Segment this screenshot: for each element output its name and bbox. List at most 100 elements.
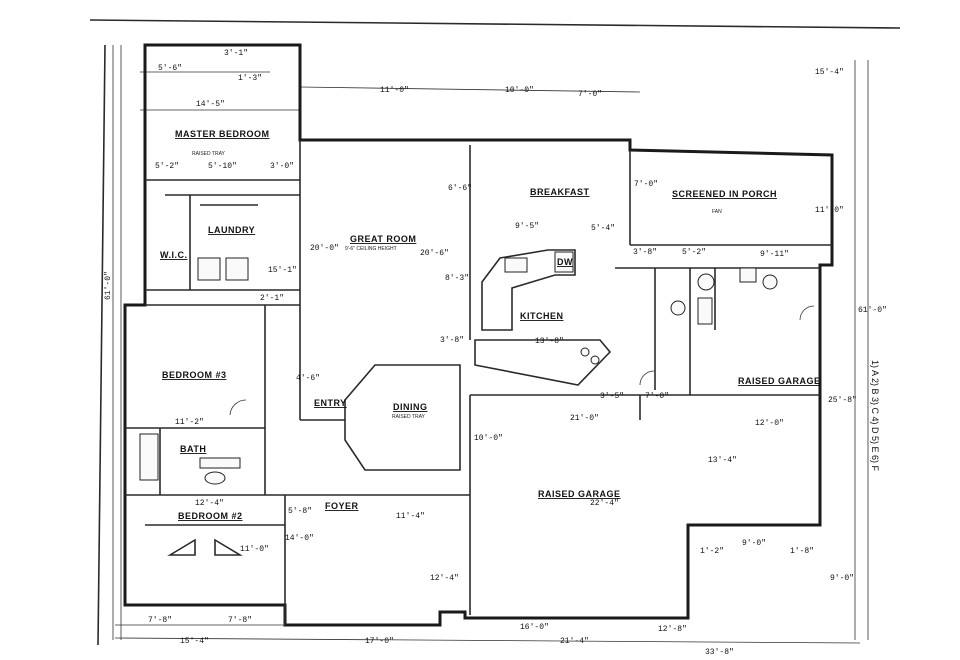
door-swing-2 xyxy=(799,305,815,321)
bath-toilet xyxy=(204,471,226,485)
dim-mb-5-2: 5'-2" xyxy=(155,162,179,171)
dim-g-12-4: 12'-4" xyxy=(430,574,459,583)
water-heater xyxy=(697,273,715,291)
dim-g-9-0: 9'-0" xyxy=(742,539,766,548)
washer-fixture xyxy=(197,257,221,281)
bathtub xyxy=(139,433,159,481)
dim-top-1-3: 1'-3" xyxy=(238,74,262,83)
dishwasher xyxy=(554,251,574,273)
dim-k-13-8: 13'-8" xyxy=(535,337,564,346)
half-bath-fixture xyxy=(697,297,713,325)
dim-gr-15-1: 15'-1" xyxy=(268,266,297,275)
room-bedroom-3: BEDROOM #3 xyxy=(162,370,227,380)
pantry-shelf xyxy=(739,267,757,283)
dim-gr-20-0: 20'-0" xyxy=(310,244,339,253)
dim-bot-17-0: 17'-0" xyxy=(365,637,394,646)
room-bedroom-2: BEDROOM #2 xyxy=(178,511,243,521)
dim-k-5-4: 5'-4" xyxy=(591,224,615,233)
dim-g-13-4: 13'-4" xyxy=(708,456,737,465)
room-entry: ENTRY xyxy=(314,398,347,408)
dining-walls xyxy=(344,364,461,471)
dim-g-1-8: 1'-8" xyxy=(790,547,814,556)
room-laundry: LAUNDRY xyxy=(208,225,255,235)
room-raised-garage-main: RAISED GARAGE xyxy=(538,489,621,499)
dim-bot-33-8: 33'-8" xyxy=(705,648,734,657)
room-foyer: FOYER xyxy=(325,501,359,511)
top-dim-line-1 xyxy=(299,86,641,93)
dim-left-61-0: 61'-0" xyxy=(104,271,113,300)
exterior-wall xyxy=(123,43,834,627)
dim-r-61-0: 61'-0" xyxy=(858,306,887,315)
dim-g-1-2: 1'-2" xyxy=(700,547,724,556)
scan-top-edge xyxy=(89,19,901,29)
dim-mb-3-0: 3'-0" xyxy=(270,162,294,171)
dim-bot-15-4: 15'-4" xyxy=(180,637,209,646)
room-dw: DW xyxy=(557,257,573,267)
dim-r-11-0: 11'-0" xyxy=(815,206,844,215)
room-great-room: GREAT ROOM xyxy=(350,234,416,244)
bath-vanity xyxy=(199,457,241,469)
bottom-dim-line xyxy=(114,637,861,644)
door-swing-1 xyxy=(229,399,247,416)
dim-b2-7-8b: 7'-8" xyxy=(228,616,252,625)
dim-r-9-0: 9'-0" xyxy=(830,574,854,583)
room-master-bedroom-sub: RAISED TRAY xyxy=(192,151,226,157)
kitchen-peninsula xyxy=(474,339,612,386)
dim-top-11-0: 11'-0" xyxy=(380,86,409,95)
dim-b2-11-0: 11'-0" xyxy=(240,545,269,554)
room-raised-garage-right: RAISED GARAGE xyxy=(738,376,821,386)
dryer-fixture xyxy=(225,257,249,281)
room-screened-porch: SCREENED IN PORCH xyxy=(672,189,777,199)
kitchen-sink xyxy=(504,257,528,273)
dim-top-3-1: 3'-1" xyxy=(224,49,248,58)
room-great-room-sub: 9'-6" CEILING HEIGHT xyxy=(345,246,397,252)
dim-sp-7-0: 7'-0" xyxy=(634,180,658,189)
dim-mb-2-1: 2'-1" xyxy=(260,294,284,303)
toilet-fixture xyxy=(670,300,686,316)
dim-top-7-0: 7'-0" xyxy=(578,90,602,99)
dim-g-12-0: 12'-0" xyxy=(755,419,784,428)
closet-door-1 xyxy=(167,538,196,556)
dim-f-11-4: 11'-4" xyxy=(396,512,425,521)
dim-k-8-3: 8'-3" xyxy=(445,274,469,283)
dim-top-15-4: 15'-4" xyxy=(815,68,844,77)
dim-f-5-8: 5'-8" xyxy=(288,507,312,516)
door-swing-3 xyxy=(639,370,655,386)
room-wic: W.I.C. xyxy=(160,250,188,260)
dim-b2-7-8a: 7'-8" xyxy=(148,616,172,625)
kitchen-counter xyxy=(481,249,576,331)
dim-top-5-6: 5'-6" xyxy=(158,64,182,73)
dim-e-4-6: 4'-6" xyxy=(296,374,320,383)
dim-bot-21-4: 21'-4" xyxy=(560,637,589,646)
dim-gr-20-6: 20'-6" xyxy=(420,249,449,258)
closet-door-2 xyxy=(214,538,243,556)
dim-f-14-0: 14'-0" xyxy=(285,534,314,543)
room-dining: DINING xyxy=(393,402,428,412)
dim-bf-9-5: 9'-5" xyxy=(515,222,539,231)
dim-bot-12-8: 12'-8" xyxy=(658,625,687,634)
room-bath: BATH xyxy=(180,444,206,454)
dim-g-21-0: 21'-0" xyxy=(570,414,599,423)
range-burner-1 xyxy=(580,347,590,357)
dim-b2-12-4: 12'-4" xyxy=(195,499,224,508)
utility-circle xyxy=(762,274,778,290)
dim-bot-16-0: 16'-0" xyxy=(520,623,549,632)
dim-k-5-2: 5'-2" xyxy=(682,248,706,257)
room-screened-porch-sub: FAN xyxy=(712,209,722,215)
room-dining-sub: RAISED TRAY xyxy=(392,414,426,420)
dim-k-3-8: 3'-8" xyxy=(633,248,657,257)
dim-top-10-0: 10'-0" xyxy=(505,86,534,95)
dim-r-25-8: 25'-8" xyxy=(828,396,857,405)
side-note: 1) A 2) B 3) C 4) D 5) E 6) F xyxy=(870,360,880,472)
room-breakfast: BREAKFAST xyxy=(530,187,590,197)
room-master-bedroom: MASTER BEDROOM xyxy=(175,129,270,139)
range-burner-2 xyxy=(590,355,600,365)
dim-d-10-0: 10'-0" xyxy=(474,434,503,443)
dim-b3-11-2: 11'-2" xyxy=(175,418,204,427)
room-kitchen: KITCHEN xyxy=(520,311,564,321)
scan-left-edge xyxy=(97,44,106,646)
dim-k-3-8b: 3'-8" xyxy=(440,336,464,345)
dim-top-14-5: 14'-5" xyxy=(196,100,225,109)
dim-bf-6-6: 6'-6" xyxy=(448,184,472,193)
